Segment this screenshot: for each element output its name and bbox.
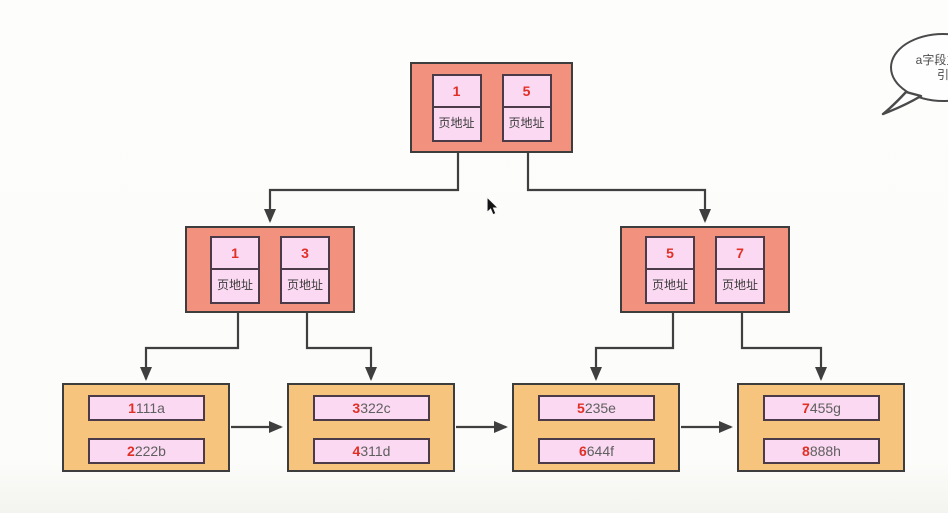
key-value: 1 (231, 244, 239, 261)
record-value: 322c (360, 400, 391, 416)
record-key: 7 (802, 400, 810, 416)
internal-node-left: 1 页地址 3 页地址 (185, 226, 355, 313)
key-cell: 3 页地址 (280, 235, 330, 304)
annotation-line-1: a字段主键 (915, 52, 948, 67)
record-value: 644f (586, 443, 615, 459)
page-address-label: 页地址 (433, 105, 480, 140)
key-value: 1 (452, 82, 461, 99)
key-value: 3 (301, 244, 309, 261)
arrow-root-to-internal-left (264, 153, 460, 223)
key-cell: 5 页地址 (501, 73, 552, 142)
internal-node-right: 5 页地址 7 页地址 (620, 226, 790, 313)
record-key: 5 (577, 400, 585, 416)
record-value: 235e (584, 400, 616, 416)
arrow-internal-right-to-leaf-4 (740, 313, 827, 381)
record-key: 6 (578, 443, 587, 459)
key-value: 5 (666, 244, 674, 261)
key-cell: 1 页地址 (210, 235, 260, 304)
arrow-root-to-internal-right (526, 153, 711, 223)
key-cell: 5 页地址 (645, 235, 695, 304)
arrow-internal-left-to-leaf-2 (305, 313, 377, 381)
record-value: 455g (809, 400, 841, 416)
record-key: 2 (127, 443, 135, 459)
page-address-label: 页地址 (282, 267, 328, 302)
root-node: 1 页地址 5 页地址 (410, 62, 573, 153)
page-address-label: 页地址 (503, 105, 550, 140)
page-address-label: 页地址 (717, 267, 763, 302)
key-cell: 1 页地址 (431, 73, 482, 142)
record-value: 888h (809, 443, 841, 459)
arrow-internal-right-to-leaf-3 (590, 313, 675, 381)
record-key: 3 (352, 400, 361, 416)
page-address-label: 页地址 (647, 267, 693, 302)
record-key: 8 (802, 443, 810, 459)
record-key: 1 (128, 400, 136, 416)
record-value: 222b (134, 443, 166, 459)
record-key: 4 (352, 443, 361, 459)
record-value: 311d (360, 443, 391, 459)
key-value: 7 (736, 244, 744, 261)
key-value: 5 (522, 82, 531, 99)
page-address-label: 页地址 (212, 267, 258, 302)
key-cell: 7 页地址 (715, 235, 765, 304)
annotation-line-2: 引 (936, 67, 948, 82)
arrow-internal-left-to-leaf-1 (140, 313, 240, 381)
record-value: 111a (135, 400, 165, 416)
